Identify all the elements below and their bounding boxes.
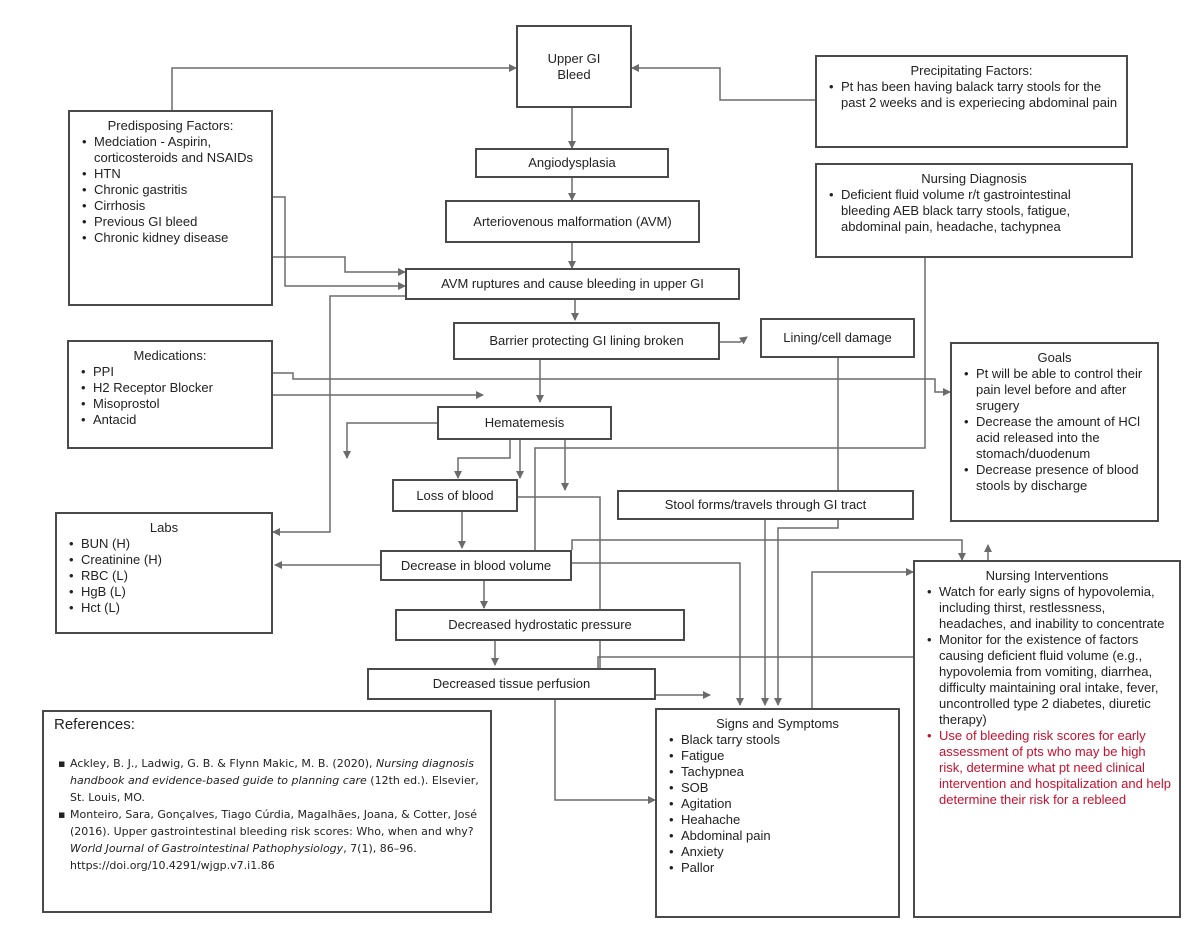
- symptom-item: SOB: [669, 780, 890, 796]
- lining-cell-damage-node: Lining/cell damage: [760, 318, 915, 358]
- hematemesis-node: Hematemesis: [437, 406, 612, 440]
- connector: [518, 496, 711, 699]
- goals-list: Pt will be able to control their pain le…: [960, 366, 1149, 494]
- predisposing-factor-item: Previous GI bleed: [82, 214, 263, 230]
- connector: [631, 64, 815, 101]
- medication-item: Misoprostol: [81, 396, 263, 412]
- intervention-item: Watch for early signs of hypovolemia, in…: [927, 584, 1171, 632]
- nursing-diagnosis-list: Deficient fluid volume r/t gastrointesti…: [825, 187, 1123, 235]
- reference-item: Ackley, B. J., Ladwig, G. B. & Flynn Mak…: [58, 755, 480, 806]
- decreased-tissue-perfusion-node: Decreased tissue perfusion: [367, 668, 656, 700]
- labs-list: BUN (H)Creatinine (H)RBC (L)HgB (L)Hct (…: [65, 536, 263, 616]
- connector: [454, 440, 511, 479]
- signs-symptoms-list: Black tarry stoolsFatigueTachypneaSOBAgi…: [665, 732, 890, 876]
- nursing-diagnosis-title: Nursing Diagnosis: [921, 171, 1027, 186]
- precipitating-factors-list: Pt has been having balack tarry stools f…: [825, 79, 1118, 111]
- connector: [720, 336, 748, 345]
- stool-forms-node: Stool forms/travels through GI tract: [617, 490, 914, 520]
- lab-item: BUN (H): [69, 536, 263, 552]
- reference-citation: , 7(1), 86–96. https://doi.org/10.4291/w…: [70, 842, 417, 872]
- connector: [343, 422, 440, 459]
- reference-journal: World Journal of Gastrointestinal Pathop…: [70, 842, 344, 855]
- signs-symptoms-box: Signs and Symptoms Black tarry stoolsFat…: [655, 708, 900, 918]
- nursing-interventions-title: Nursing Interventions: [985, 568, 1109, 583]
- references-list: Ackley, B. J., Ladwig, G. B. & Flynn Mak…: [54, 755, 480, 874]
- connector: [171, 64, 517, 110]
- goal-item: Decrease presence of blood stools by dis…: [964, 462, 1149, 494]
- symptom-item: Agitation: [669, 796, 890, 812]
- reference-authors: Monteiro, Sara, Gonçalves, Tiago Cúrdia,…: [70, 808, 478, 838]
- connector: [270, 372, 951, 396]
- lab-item: Hct (L): [69, 600, 263, 616]
- symptom-item: Pallor: [669, 860, 890, 876]
- labs-box: Labs BUN (H)Creatinine (H)RBC (L)HgB (L)…: [55, 512, 273, 634]
- nursing-interventions-list: Watch for early signs of hypovolemia, in…: [923, 584, 1171, 808]
- connector: [270, 256, 406, 276]
- connector: [811, 568, 914, 708]
- connector: [774, 358, 839, 706]
- reference-title: Nursing diagnosis handbook and evidence-…: [70, 757, 474, 787]
- barrier-broken-node: Barrier protecting GI lining broken: [453, 322, 720, 360]
- predisposing-factor-item: Chronic kidney disease: [82, 230, 263, 246]
- precipitating-factor-item: Pt has been having balack tarry stools f…: [829, 79, 1118, 111]
- references-box: References: Ackley, B. J., Ladwig, G. B.…: [42, 710, 492, 913]
- avm-node: Arteriovenous malformation (AVM): [445, 200, 700, 243]
- labs-title: Labs: [149, 520, 179, 535]
- symptom-item: Tachypnea: [669, 764, 890, 780]
- connector: [272, 295, 405, 536]
- loss-of-blood-node: Loss of blood: [392, 479, 518, 512]
- predisposing-factor-item: Medciation - Aspirin, corticosteroids an…: [82, 134, 263, 166]
- lab-item: HgB (L): [69, 584, 263, 600]
- symptom-item: Anxiety: [669, 844, 890, 860]
- upper-gi-bleed-node: Upper GI Bleed: [516, 25, 632, 108]
- medication-item: PPI: [81, 364, 263, 380]
- connector: [534, 249, 929, 555]
- medication-item: Antacid: [81, 412, 263, 428]
- nursing-diagnosis-box: Nursing Diagnosis Deficient fluid volume…: [815, 163, 1133, 258]
- decreased-hydrostatic-node: Decreased hydrostatic pressure: [395, 609, 685, 641]
- symptom-item: Black tarry stools: [669, 732, 890, 748]
- connector: [554, 700, 656, 804]
- predisposing-factors-list: Medciation - Aspirin, corticosteroids an…: [78, 134, 263, 246]
- nursing-diagnosis-item: Deficient fluid volume r/t gastrointesti…: [829, 187, 1123, 235]
- reference-authors: Ackley, B. J., Ladwig, G. B. & Flynn Mak…: [70, 757, 376, 770]
- symptom-item: Heahache: [669, 812, 890, 828]
- medications-box: Medications: PPIH2 Receptor BlockerMisop…: [67, 340, 273, 449]
- predisposing-factor-item: Cirrhosis: [82, 198, 263, 214]
- predisposing-factor-item: HTN: [82, 166, 263, 182]
- goals-title: Goals: [1037, 350, 1072, 365]
- symptom-item: Fatigue: [669, 748, 890, 764]
- lab-item: Creatinine (H): [69, 552, 263, 568]
- symptom-item: Abdominal pain: [669, 828, 890, 844]
- connector: [571, 539, 966, 561]
- medication-item: H2 Receptor Blocker: [81, 380, 263, 396]
- goal-item: Pt will be able to control their pain le…: [964, 366, 1149, 414]
- signs-symptoms-title: Signs and Symptoms: [716, 716, 839, 731]
- goal-item: Decrease the amount of HCl acid released…: [964, 414, 1149, 462]
- angiodysplasia-node: Angiodysplasia: [475, 148, 669, 178]
- reference-publisher: (12th ed.). Elsevier, St. Louis, MO.: [70, 774, 479, 804]
- nursing-interventions-box: Nursing Interventions Watch for early si…: [913, 560, 1181, 918]
- references-title: References:: [54, 716, 135, 733]
- intervention-item-highlight: Use of bleeding risk scores for early as…: [927, 728, 1171, 808]
- goals-box: Goals Pt will be able to control their p…: [950, 342, 1159, 522]
- decrease-blood-volume-node: Decrease in blood volume: [380, 550, 572, 581]
- intervention-item: Monitor for the existence of factors cau…: [927, 632, 1171, 728]
- avm-ruptures-node: AVM ruptures and cause bleeding in upper…: [405, 268, 740, 300]
- lab-item: RBC (L): [69, 568, 263, 584]
- medications-list: PPIH2 Receptor BlockerMisoprostolAntacid: [77, 364, 263, 428]
- reference-item: Monteiro, Sara, Gonçalves, Tiago Cúrdia,…: [58, 806, 480, 874]
- predisposing-factors-title: Predisposing Factors:: [107, 118, 234, 133]
- predisposing-factor-item: Chronic gastritis: [82, 182, 263, 198]
- medications-title: Medications:: [133, 348, 207, 363]
- predisposing-factors-box: Predisposing Factors: Medciation - Aspir…: [68, 110, 273, 306]
- precipitating-factors-title: Precipitating Factors:: [910, 63, 1033, 78]
- precipitating-factors-box: Precipitating Factors: Pt has been havin…: [815, 55, 1128, 148]
